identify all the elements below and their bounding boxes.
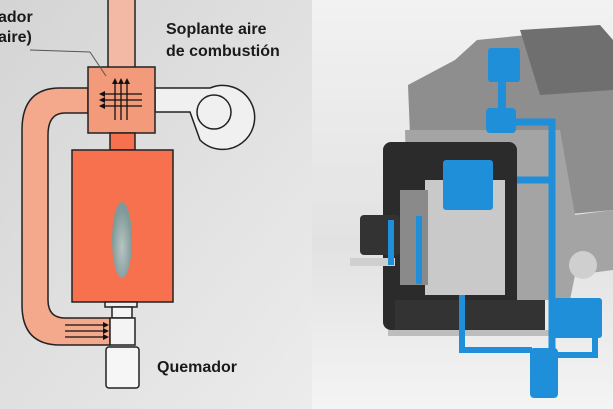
burner-motor — [105, 346, 140, 389]
exchanger-leader-line — [29, 49, 91, 53]
blower-fan — [196, 94, 232, 130]
blue-gas-train — [388, 48, 602, 398]
blower-label-line1: Soplante aire — [166, 21, 267, 38]
exchanger-leader-line-2 — [89, 51, 107, 77]
chimney-duct — [107, 0, 136, 69]
filter-canister — [530, 348, 558, 398]
burner-nozzle — [111, 306, 133, 319]
exchanger-furnace-link — [109, 132, 136, 151]
lower-actuator — [553, 298, 602, 338]
blower-label-line2: de combustión — [166, 43, 280, 60]
top-actuator — [488, 48, 520, 82]
flame — [112, 202, 132, 278]
air-flow-arrows — [65, 78, 142, 340]
exchanger-label-line1: ador — [0, 9, 33, 26]
burner-label: Quemador — [157, 359, 238, 376]
exchanger-label-line2: aire) — [0, 29, 32, 46]
burner-body — [109, 317, 136, 346]
mid-actuator — [443, 160, 493, 210]
